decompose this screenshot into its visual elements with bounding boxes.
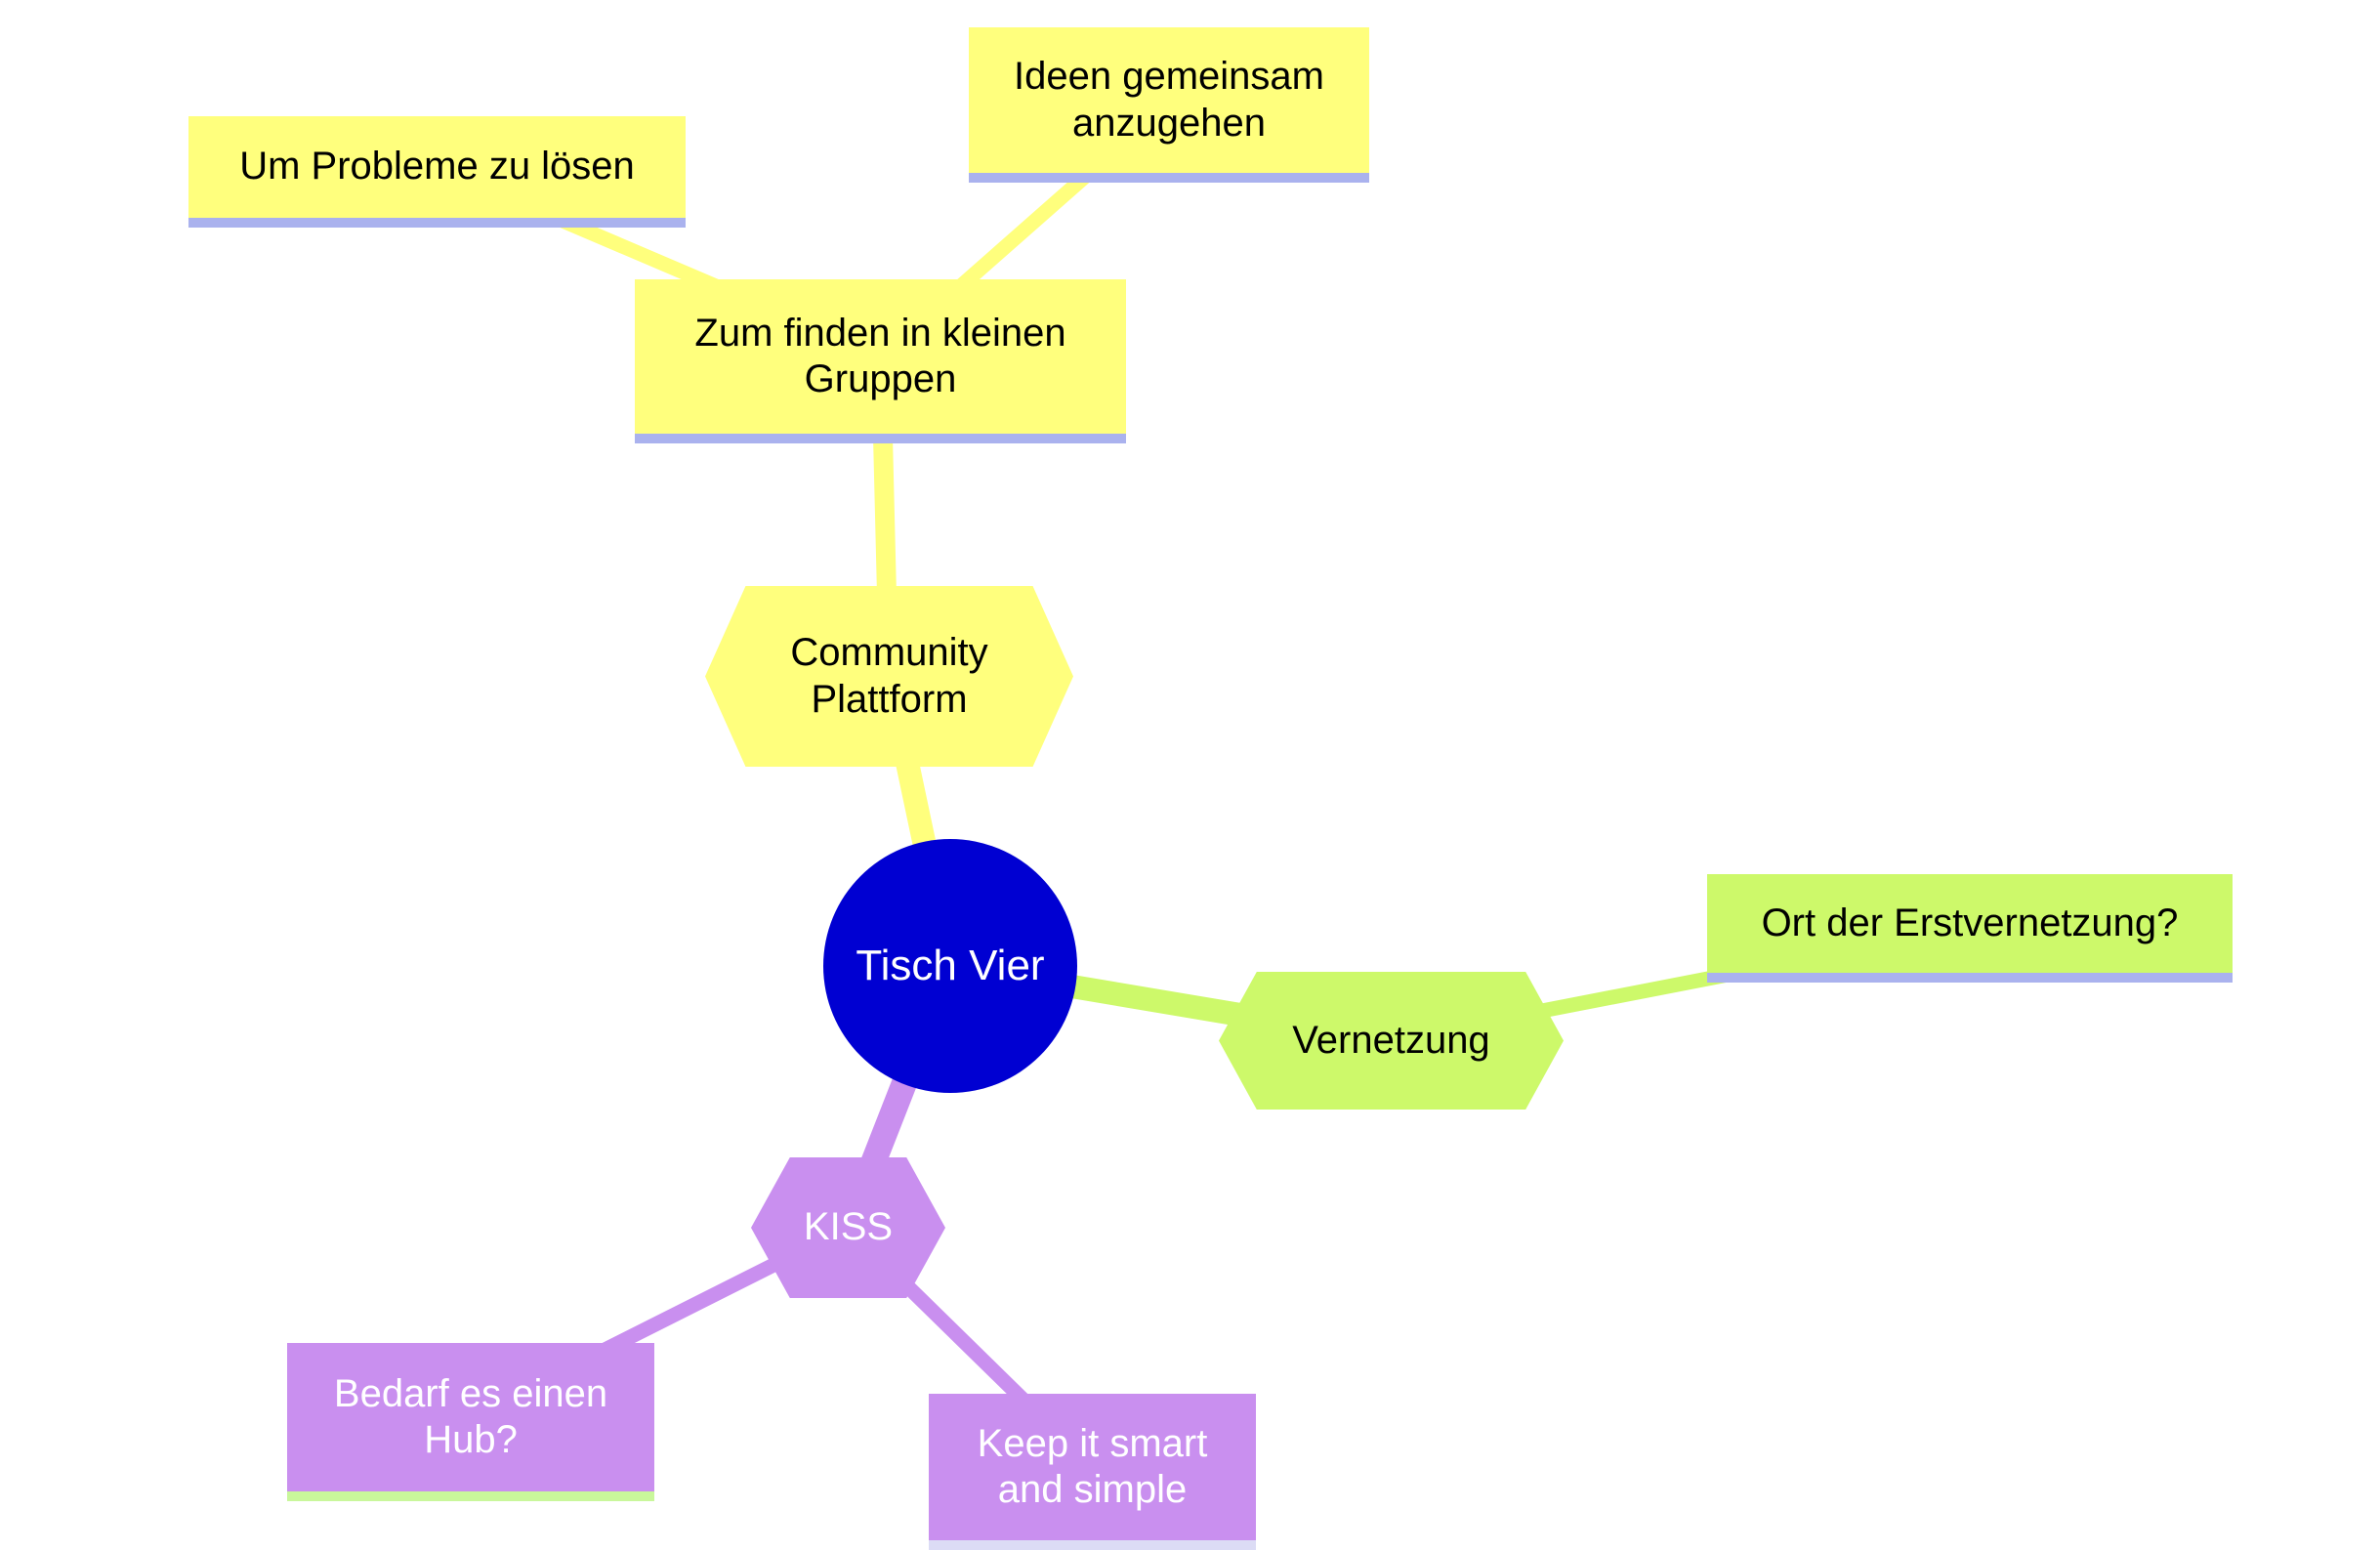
node-ort-der-erstvernetzung[interactable]: Ort der Erstvernetzung? [1707, 874, 2233, 983]
node-keep-it-smart[interactable]: Keep it smart and simple [929, 1394, 1256, 1550]
node-um-probleme[interactable]: Um Probleme zu lösen [188, 116, 686, 228]
node-ort-der-erstvernetzung-label: Ort der Erstvernetzung? [1761, 901, 2179, 944]
node-zum-finden-label: Zum finden in kleinen Gruppen [694, 311, 1066, 400]
node-root[interactable]: Tisch Vier [823, 839, 1077, 1093]
node-community-plattform[interactable]: Community Plattform [705, 586, 1073, 767]
node-bedarf-hub[interactable]: Bedarf es einen Hub? [287, 1343, 654, 1501]
node-kiss-label: KISS [803, 1205, 894, 1249]
node-root-label: Tisch Vier [856, 942, 1045, 990]
node-bedarf-hub-label: Bedarf es einen Hub? [333, 1371, 608, 1461]
node-keep-it-smart-label: Keep it smart and simple [977, 1421, 1208, 1511]
node-kiss[interactable]: KISS [751, 1157, 945, 1298]
node-zum-finden[interactable]: Zum finden in kleinen Gruppen [635, 279, 1126, 443]
node-vernetzung[interactable]: Vernetzung [1219, 972, 1564, 1110]
node-vernetzung-label: Vernetzung [1292, 1018, 1490, 1062]
node-ideen-gemeinsam[interactable]: Ideen gemeinsam anzugehen [969, 27, 1369, 183]
node-ideen-gemeinsam-label: Ideen gemeinsam anzugehen [1014, 55, 1324, 145]
node-um-probleme-label: Um Probleme zu lösen [239, 145, 635, 189]
node-community-plattform-label: Community Plattform [790, 631, 988, 721]
